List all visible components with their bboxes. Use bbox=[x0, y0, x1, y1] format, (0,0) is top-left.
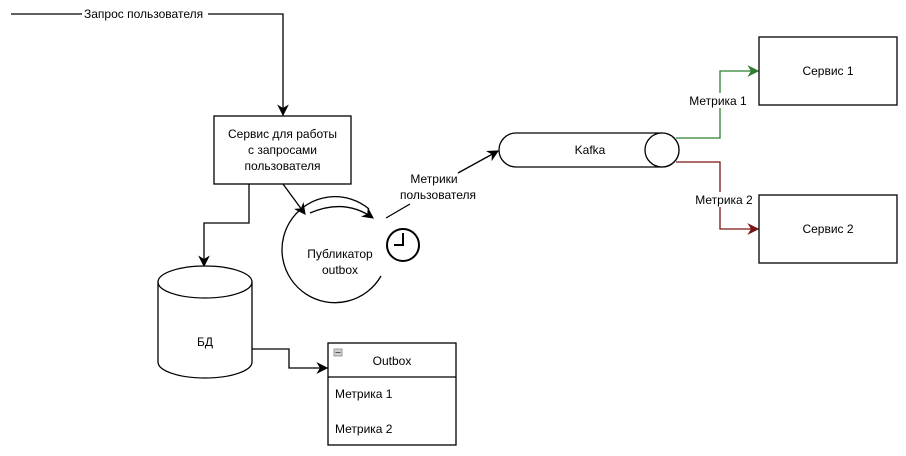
edge-db-to-outbox[interactable] bbox=[252, 348, 329, 374]
edge-service-to-publisher[interactable] bbox=[282, 183, 306, 215]
outbox-title: Outbox bbox=[373, 354, 412, 368]
node-service1[interactable]: Сервис 1 bbox=[758, 36, 898, 106]
edge-user-request[interactable]: Запрос пользователя bbox=[11, 6, 289, 117]
node-publisher-line1: Публикатор bbox=[307, 247, 373, 261]
edge-metric1[interactable]: Метрика 1 bbox=[676, 65, 760, 139]
node-service2-label: Сервис 2 bbox=[802, 222, 853, 236]
node-outbox-table[interactable]: Outbox Метрика 1 Метрика 2 bbox=[327, 342, 457, 446]
clock-icon bbox=[386, 228, 420, 262]
node-request-service-line1: Сервис для работы bbox=[228, 127, 337, 141]
edge-label-user-metrics-line1: Метрики bbox=[410, 172, 457, 186]
outbox-row: Метрика 2 bbox=[335, 422, 393, 436]
node-service1-label: Сервис 1 bbox=[802, 64, 853, 78]
outbox-row: Метрика 1 bbox=[335, 387, 393, 401]
node-request-service-line3: пользователя bbox=[245, 159, 321, 173]
edge-user-metrics[interactable]: Метрики пользователя bbox=[385, 150, 500, 219]
edge-label-user-request: Запрос пользователя bbox=[84, 7, 203, 21]
node-db-label: БД bbox=[197, 335, 213, 349]
edge-service-to-db[interactable] bbox=[198, 184, 250, 268]
node-publisher-line2: outbox bbox=[322, 263, 358, 277]
edge-label-user-metrics-line2: пользователя bbox=[400, 188, 476, 202]
node-kafka-label: Kafka bbox=[575, 143, 606, 157]
node-request-service[interactable]: Сервис для работы с запросами пользовате… bbox=[213, 115, 352, 185]
node-publisher[interactable]: Публикатор outbox bbox=[281, 196, 420, 304]
edge-label-metric2: Метрика 2 bbox=[695, 193, 753, 207]
publisher-cycle-arrow bbox=[309, 205, 374, 219]
node-db[interactable]: БД bbox=[157, 265, 253, 379]
collapse-icon[interactable] bbox=[333, 348, 343, 357]
node-kafka[interactable]: Kafka bbox=[498, 132, 680, 168]
edge-user-metrics-upper bbox=[457, 150, 500, 174]
node-service2[interactable]: Сервис 2 bbox=[758, 194, 898, 264]
edge-label-metric1: Метрика 1 bbox=[689, 94, 747, 108]
node-request-service-line2: с запросами bbox=[248, 143, 317, 157]
publisher-cycle-arc bbox=[281, 196, 382, 304]
edge-user-metrics-lower bbox=[385, 203, 411, 219]
edge-metric2[interactable]: Метрика 2 bbox=[676, 161, 760, 235]
